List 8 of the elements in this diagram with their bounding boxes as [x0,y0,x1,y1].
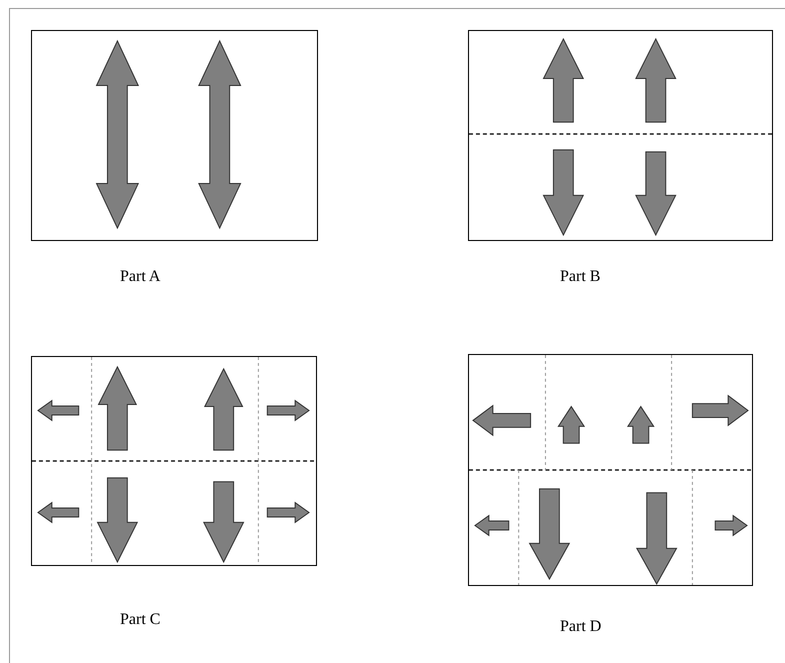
diagram-panel [468,354,753,586]
panel-caption: Part C [120,610,160,630]
panel-caption: Part B [560,267,600,287]
panel-caption: Part D [560,617,602,637]
panel-caption: Part A [120,267,160,287]
diagram-panel [31,30,318,241]
diagram-panel [31,356,317,566]
diagram-panel [468,30,773,241]
